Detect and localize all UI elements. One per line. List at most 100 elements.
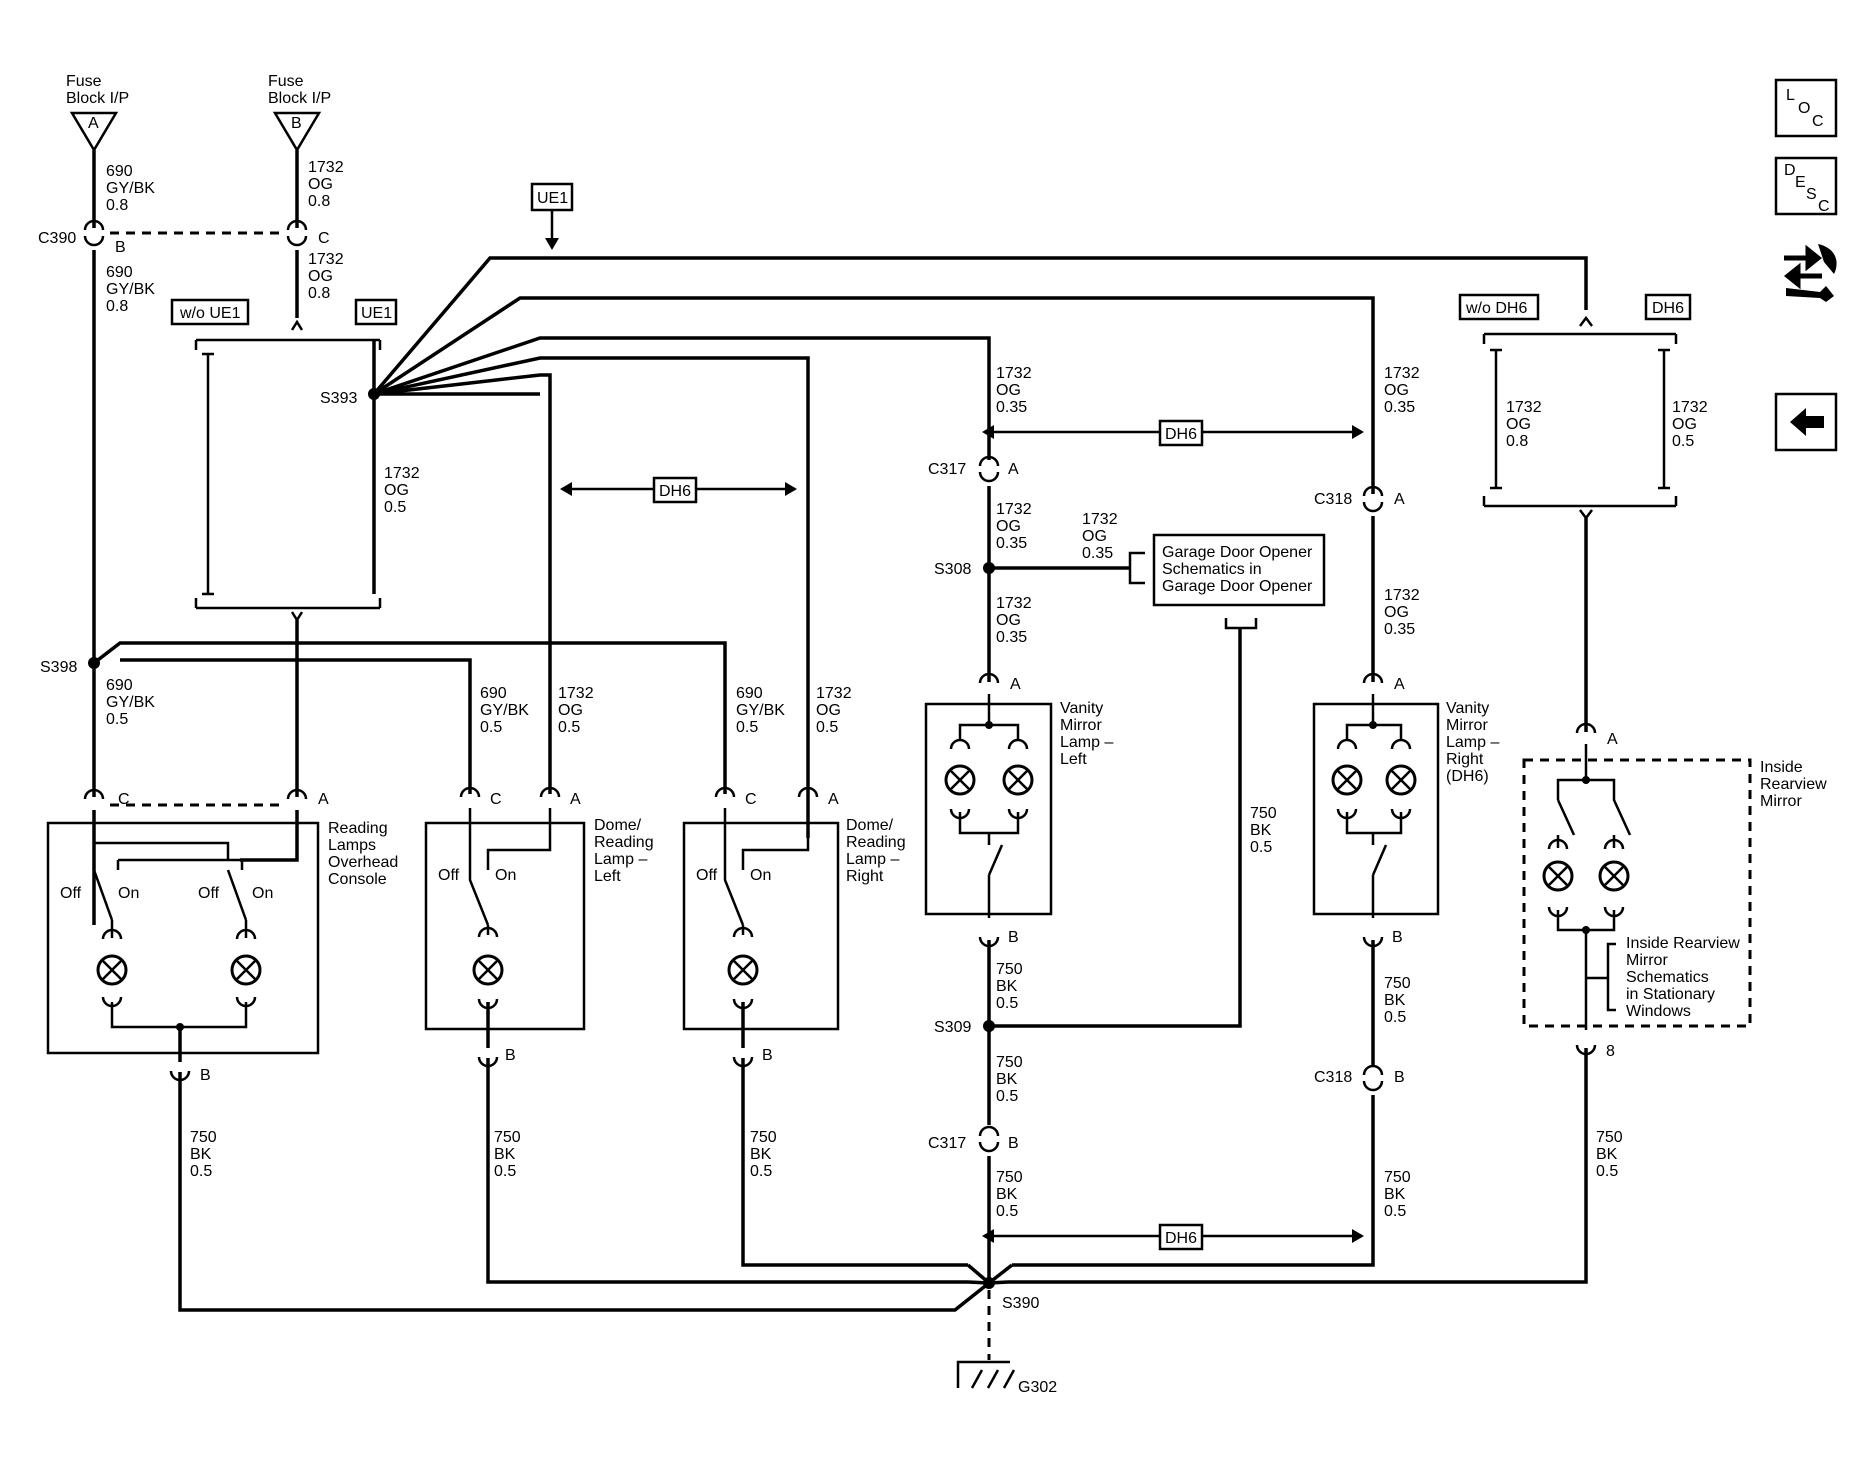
diagram-label: S308 <box>934 561 971 578</box>
diagram-label: 690 <box>736 685 763 702</box>
diagram-label: Garage Door Opener <box>1162 578 1313 595</box>
diagram-label: 750 <box>996 1054 1023 1071</box>
diagram-label: DH6 <box>1165 426 1197 443</box>
diagram-label: OG <box>308 176 333 193</box>
diagram-label: OG <box>1082 528 1107 545</box>
diagram-label: BK <box>1250 822 1272 839</box>
diagram-label: 690 <box>480 685 507 702</box>
diagram-label: 0.5 <box>750 1163 772 1180</box>
diagram-label: B <box>505 1047 516 1064</box>
diagram-label: Fuse <box>66 73 102 90</box>
diagram-label: OG <box>996 612 1021 629</box>
diagram-label: B <box>1008 929 1019 946</box>
diagram-label: OG <box>996 518 1021 535</box>
back-button[interactable] <box>1774 392 1838 452</box>
diagram-label: C <box>1818 198 1830 215</box>
diagram-label: 750 <box>1384 1169 1411 1186</box>
option-ue1 <box>354 298 398 326</box>
diagram-label: Lamp – <box>1446 734 1499 751</box>
option-dh6 <box>1158 1223 1204 1251</box>
diagram-label: C318 <box>1314 1069 1352 1086</box>
diagram-label: 0.8 <box>308 285 330 302</box>
diagram-label: Fuse <box>268 73 304 90</box>
diagram-label: Reading <box>328 820 388 837</box>
wire-label: 1732 OG 0.5 <box>1672 399 1708 450</box>
diagram-label: 690 <box>106 264 133 281</box>
diagram-label: B <box>1008 1135 1019 1152</box>
diagram-label: 0.5 <box>480 719 502 736</box>
diagram-label: 750 <box>750 1129 777 1146</box>
diagram-label: Lamp – <box>846 851 899 868</box>
diagram-label: Inside Rearview <box>1626 935 1740 952</box>
option-dh6 <box>1158 419 1204 447</box>
diagram-label: A <box>1394 676 1405 693</box>
diagram-label: A <box>828 791 839 808</box>
diagram-label: S309 <box>934 1019 971 1036</box>
diagram-label: On <box>495 867 516 884</box>
ground-g302: G302 <box>956 1360 1057 1396</box>
diagram-label: Off <box>198 885 220 902</box>
diagram-label: 1732 <box>308 251 344 268</box>
option-dh6 <box>652 476 698 504</box>
diagram-label: BK <box>996 1186 1018 1203</box>
diagram-label: Reading <box>846 834 906 851</box>
diagram-label: w/o UE1 <box>179 305 241 322</box>
diagram-label: On <box>118 885 139 902</box>
wire-label: 690 GY/BK 0.8 <box>106 163 155 214</box>
diagram-label: 0.5 <box>816 719 838 736</box>
wire-label: 1732 OG 0.5 <box>384 465 420 516</box>
wire-label: 1732 OG 0.35 <box>1384 365 1420 416</box>
diagram-label: 0.5 <box>1250 839 1272 856</box>
option-dh6 <box>1644 293 1692 321</box>
loc-button[interactable]: L O C <box>1774 78 1838 138</box>
diagram-label: 1732 <box>996 595 1032 612</box>
diagram-label: 0.5 <box>996 1203 1018 1220</box>
diagram-label: OG <box>1506 416 1531 433</box>
diagram-label: C <box>318 230 330 247</box>
desc-button[interactable]: D E S C <box>1774 156 1838 216</box>
wire-label: 750 BK 0.5 <box>190 1129 217 1180</box>
diagram-label: 0.35 <box>1384 399 1415 416</box>
diagram-label: GY/BK <box>736 702 785 719</box>
diagram-label: w/o DH6 <box>1465 300 1527 317</box>
fuse-block-a: Fuse Block I/P A <box>66 73 129 153</box>
diagram-label: B <box>291 115 302 132</box>
wire-label: 750 BK 0.5 <box>750 1129 777 1180</box>
diagram-label: D <box>1784 162 1796 179</box>
wire-label: 750 BK 0.5 <box>1384 1169 1411 1220</box>
diagram-label: BK <box>1384 1186 1406 1203</box>
diagram-label: 0.5 <box>558 719 580 736</box>
vanity-mirror-lamp-left: A Vanity Mirror Lamp – Left <box>924 672 1113 918</box>
diagram-label: B <box>200 1067 211 1084</box>
diagram-label: 750 <box>996 961 1023 978</box>
diagram-label: 1732 <box>1672 399 1708 416</box>
diagram-label: B <box>1392 929 1403 946</box>
diagram-label: Block I/P <box>66 90 129 107</box>
diagram-label: C <box>745 791 757 808</box>
diagram-label: 0.5 <box>1672 433 1694 450</box>
diagram-label: L <box>1786 87 1795 104</box>
diagram-label: Mirror <box>1060 717 1102 734</box>
wire-label: 690 GY/BK 0.5 <box>736 685 785 736</box>
diagram-label: B <box>762 1047 773 1064</box>
diagram-label: Lamps <box>328 837 376 854</box>
harness-swap-icon[interactable] <box>1783 244 1837 302</box>
diagram-label: UE1 <box>361 305 392 322</box>
reading-lamps-overhead-console: C A Off On Off On Reading Lamps Overhead… <box>46 788 398 1062</box>
diagram-label: Schematics in <box>1162 561 1262 578</box>
diagram-label: A <box>318 791 329 808</box>
diagram-label: Mirror <box>1626 952 1668 969</box>
inside-rearview-mirror-schematics-ref[interactable]: Inside Rearview Mirror Schematics in Sta… <box>1626 935 1740 1020</box>
wire-label: 750 BK 0.5 <box>996 961 1023 1012</box>
diagram-label: Vanity <box>1060 700 1103 717</box>
diagram-label: Windows <box>1626 1003 1691 1020</box>
diagram-label: OG <box>1672 416 1697 433</box>
diagram-label: 1732 <box>308 159 344 176</box>
diagram-label: Lamp – <box>1060 734 1113 751</box>
wire-label: 750 BK 0.5 <box>1596 1129 1623 1180</box>
garage-door-opener-ref[interactable]: Garage Door Opener Schematics in Garage … <box>1152 533 1326 607</box>
diagram-label: BK <box>1596 1146 1618 1163</box>
diagram-label: C <box>1812 113 1824 130</box>
diagram-label: A <box>1008 461 1019 478</box>
